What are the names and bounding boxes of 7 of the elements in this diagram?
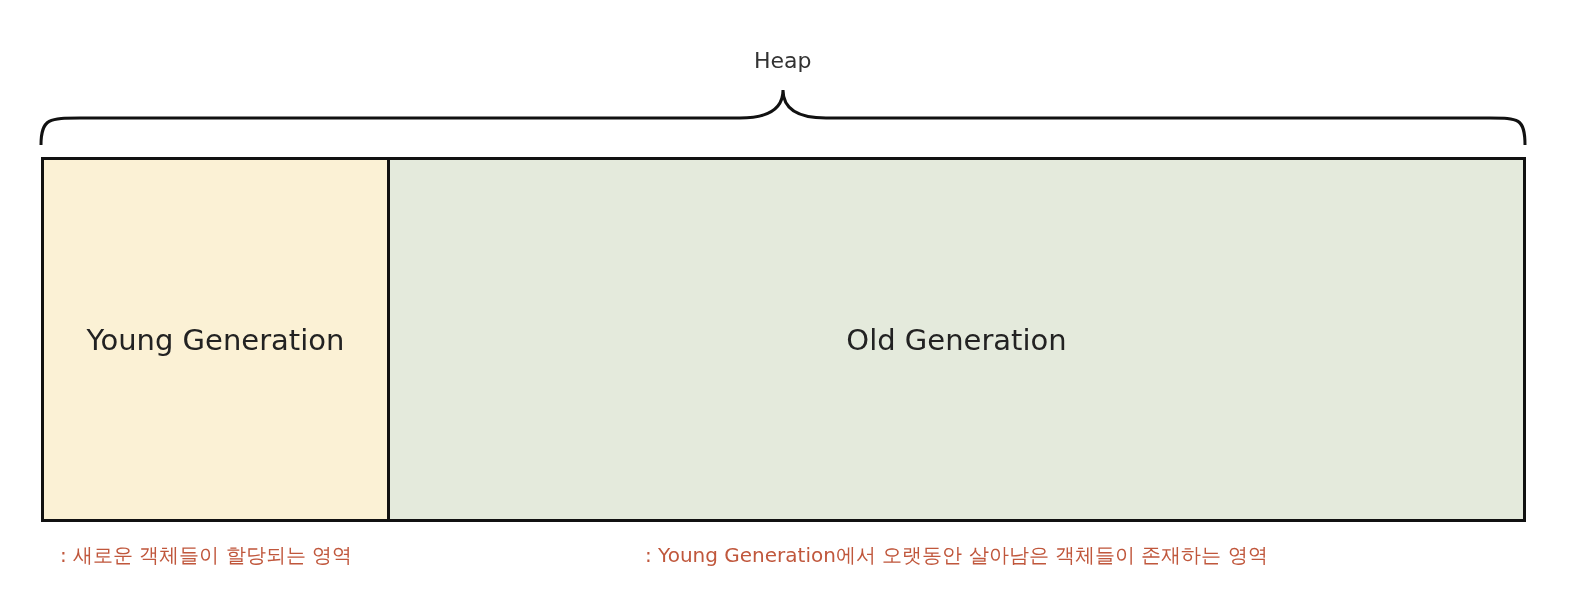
region-description: : Young Generation에서 오랫동안 살아남은 객체들이 존재하는 영역 (645, 542, 1268, 569)
region-label: Young Generation (86, 322, 345, 357)
brace-label: Heap (754, 48, 812, 73)
region-box (387, 157, 1526, 522)
region-label: Old Generation (846, 322, 1067, 357)
region-description: : 새로운 객체들이 할당되는 영역 (60, 542, 353, 569)
region-box (41, 157, 390, 522)
